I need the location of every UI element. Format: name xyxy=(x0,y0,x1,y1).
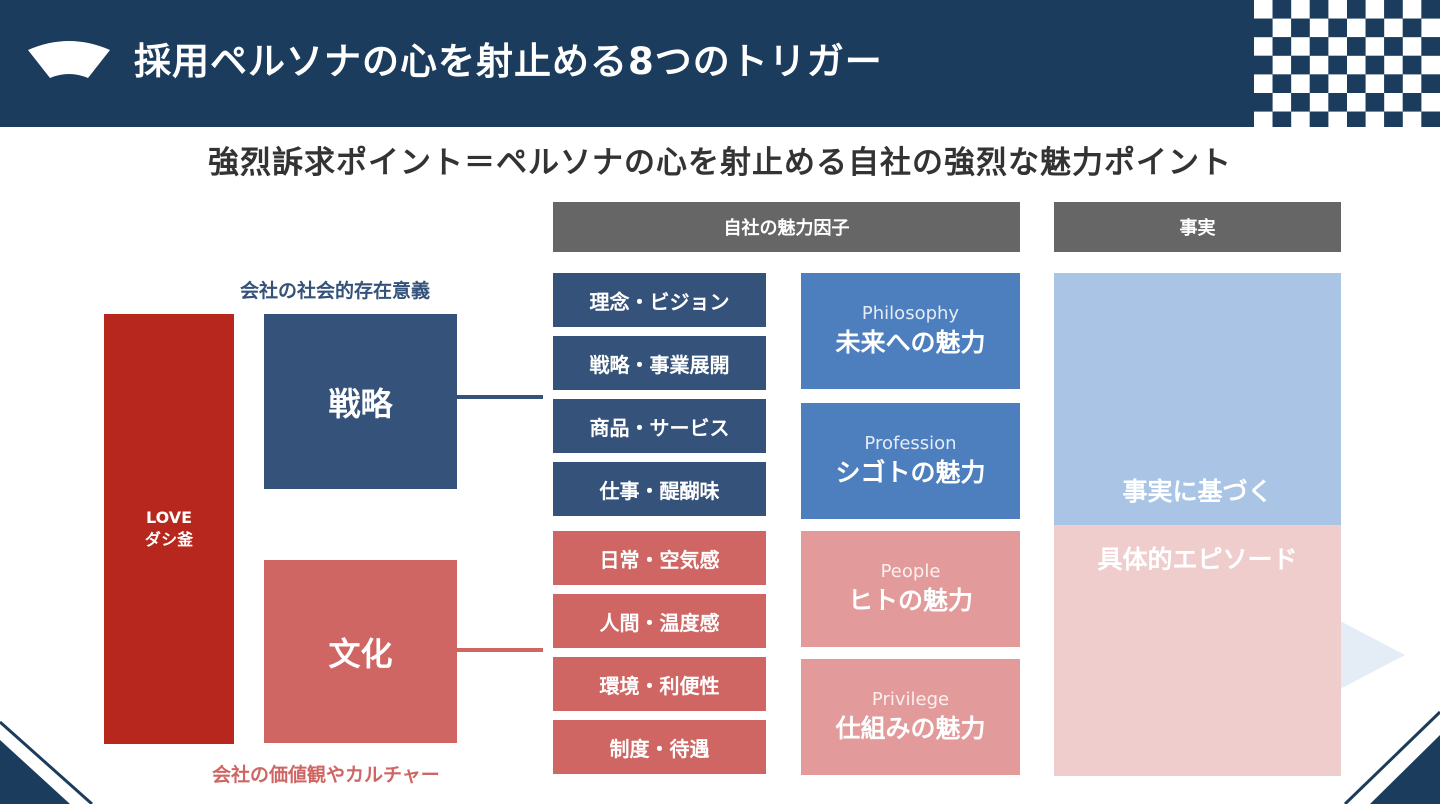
checker-pattern-icon xyxy=(1254,0,1440,127)
factor-daily-atmosphere: 日常・空気感 xyxy=(553,531,766,585)
factor-philosophy-vision: 理念・ビジョン xyxy=(553,273,766,327)
factor-system-treatment: 制度・待遇 xyxy=(553,720,766,774)
appeal-people-en: People xyxy=(880,561,941,582)
factor-products-services: 商品・サービス xyxy=(553,399,766,453)
appeal-philosophy-en: Philosophy xyxy=(861,303,960,324)
appeal-people-jp: ヒトの魅力 xyxy=(847,586,973,615)
strategy-box: 戦略 xyxy=(264,314,457,489)
culture-connector xyxy=(457,648,543,652)
factor-strategy-business: 戦略・事業展開 xyxy=(553,336,766,390)
header-bar xyxy=(0,0,1440,127)
social-purpose-caption: 会社の社会的存在意義 xyxy=(240,280,431,302)
appeal-people: People ヒトの魅力 xyxy=(801,531,1020,647)
culture-box: 文化 xyxy=(264,560,457,743)
factors-column-header: 自社の魅力因子 xyxy=(553,202,1020,252)
culture-caption: 会社の価値観やカルチャー xyxy=(212,764,440,786)
page-title: 採用ペルソナの心を射止める8つのトリガー xyxy=(134,40,883,83)
appeal-privilege-jp: 仕組みの魅力 xyxy=(835,714,986,743)
appeal-profession: Profession シゴトの魅力 xyxy=(801,403,1020,519)
fact-top-box xyxy=(1054,273,1341,525)
appeal-privilege-en: Privilege xyxy=(871,689,950,710)
factor-work-joy: 仕事・醍醐味 xyxy=(553,462,766,516)
factor-people-warmth: 人間・温度感 xyxy=(553,594,766,648)
fact-based-label: 事実に基づく xyxy=(1122,477,1273,506)
subtitle: 強烈訴求ポイント＝ペルソナの心を射止める自社の強烈な魅力ポイント xyxy=(208,145,1232,181)
appeal-profession-jp: シゴトの魅力 xyxy=(835,458,986,487)
love-label: LOVE xyxy=(145,508,193,527)
appeal-profession-en: Profession xyxy=(864,433,957,454)
dashigama-label: ダシ釜 xyxy=(144,530,194,549)
fact-bottom-box xyxy=(1054,525,1341,776)
appeal-philosophy: Philosophy 未来への魅力 xyxy=(801,273,1020,389)
appeal-philosophy-jp: 未来への魅力 xyxy=(835,328,986,357)
strategy-connector xyxy=(457,395,543,399)
specific-episode-label: 具体的エピソード xyxy=(1097,545,1298,574)
appeal-privilege: Privilege 仕組みの魅力 xyxy=(801,659,1020,775)
love-box: LOVE ダシ釜 xyxy=(104,314,234,744)
fan-logo-icon xyxy=(28,41,110,78)
factor-environment-convenience: 環境・利便性 xyxy=(553,657,766,711)
facts-column-header: 事実 xyxy=(1054,202,1341,252)
